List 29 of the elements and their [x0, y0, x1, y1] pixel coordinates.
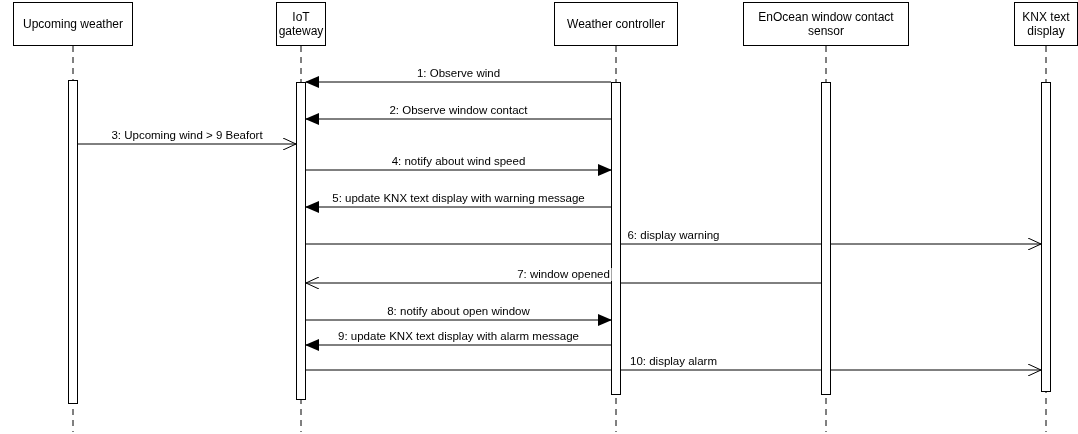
edge-label: 8: notify about open window — [385, 305, 532, 318]
message-arrow — [305, 276, 822, 290]
edge-label: 4: notify about wind speed — [389, 155, 528, 168]
activation-bar — [821, 82, 831, 395]
edge-label: 3: Upcoming wind > 9 Beafort — [109, 129, 265, 142]
activation-bar — [611, 82, 621, 395]
edge-label: 2: Observe window contact — [387, 104, 530, 117]
message-arrow — [305, 113, 612, 125]
participant-box: KNX text display — [1014, 2, 1078, 46]
participant-box: EnOcean window contact sensor — [743, 2, 909, 46]
message-arrow — [305, 339, 612, 351]
participant-box: Upcoming weather — [13, 2, 133, 46]
edge-label: 6: display warning — [625, 229, 722, 242]
activation-bar — [296, 82, 306, 400]
activation-bar — [68, 80, 78, 404]
edge-label: 7: window opened — [515, 268, 612, 281]
message-arrow — [77, 137, 297, 151]
edge-label: 5: update KNX text display with warning message — [330, 192, 587, 205]
message-arrow — [305, 164, 612, 176]
participant-box: Weather controller — [554, 2, 678, 46]
edge-label: 9: update KNX text display with alarm message — [336, 330, 581, 343]
activation-bar — [1041, 82, 1051, 392]
message-arrow — [305, 237, 1042, 251]
message-arrow — [305, 76, 612, 88]
message-arrow — [305, 314, 612, 326]
edge-label: 10: display alarm — [628, 355, 719, 368]
participant-box: IoT gateway — [276, 2, 326, 46]
message-arrow — [305, 363, 1042, 377]
edge-label: 1: Observe wind — [414, 67, 503, 80]
